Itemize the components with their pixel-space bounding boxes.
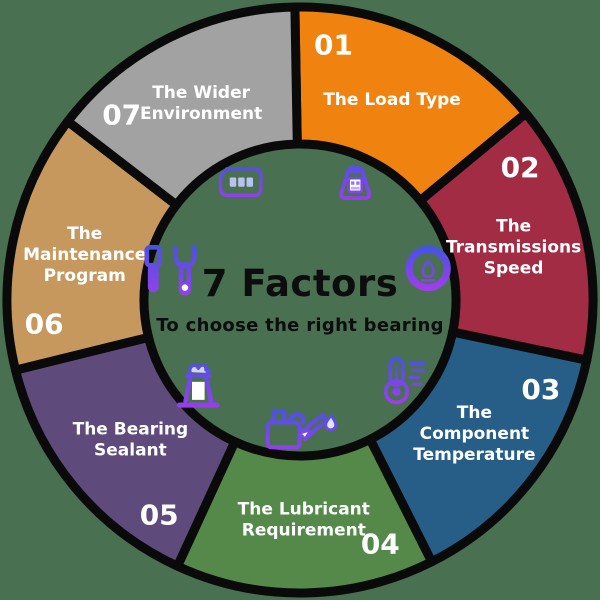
segment-number: 01 <box>314 29 353 62</box>
segment-shape <box>365 327 592 567</box>
segment-shape <box>415 108 598 365</box>
segment-shape <box>2 116 181 375</box>
segment-number: 02 <box>501 151 540 184</box>
center-text-group: 7 Factors To choose the right bearing <box>156 262 444 336</box>
environment-card-icon <box>218 167 263 198</box>
segment-shape <box>63 2 302 210</box>
segment-number: 04 <box>361 528 400 561</box>
load-weight-icon <box>339 165 372 200</box>
sealant-gun-icon <box>177 363 220 408</box>
lubricant-oil-can-icon <box>265 409 338 450</box>
segment-number: 06 <box>25 308 64 341</box>
speed-gauge-icon <box>405 245 451 292</box>
segment-number: 05 <box>140 499 179 532</box>
segment-number: 07 <box>102 98 141 131</box>
segment-shape <box>11 332 240 571</box>
segment-label: The Load Type <box>323 90 461 110</box>
segment-shape <box>173 434 437 598</box>
center-subtitle: To choose the right bearing <box>156 315 444 336</box>
segment-number: 03 <box>521 373 560 406</box>
temperature-icon <box>383 356 426 405</box>
maintenance-tools-icon <box>144 244 197 296</box>
segment-shape <box>290 2 531 206</box>
center-title: 7 Factors <box>202 262 399 305</box>
icons-layer <box>144 165 451 450</box>
